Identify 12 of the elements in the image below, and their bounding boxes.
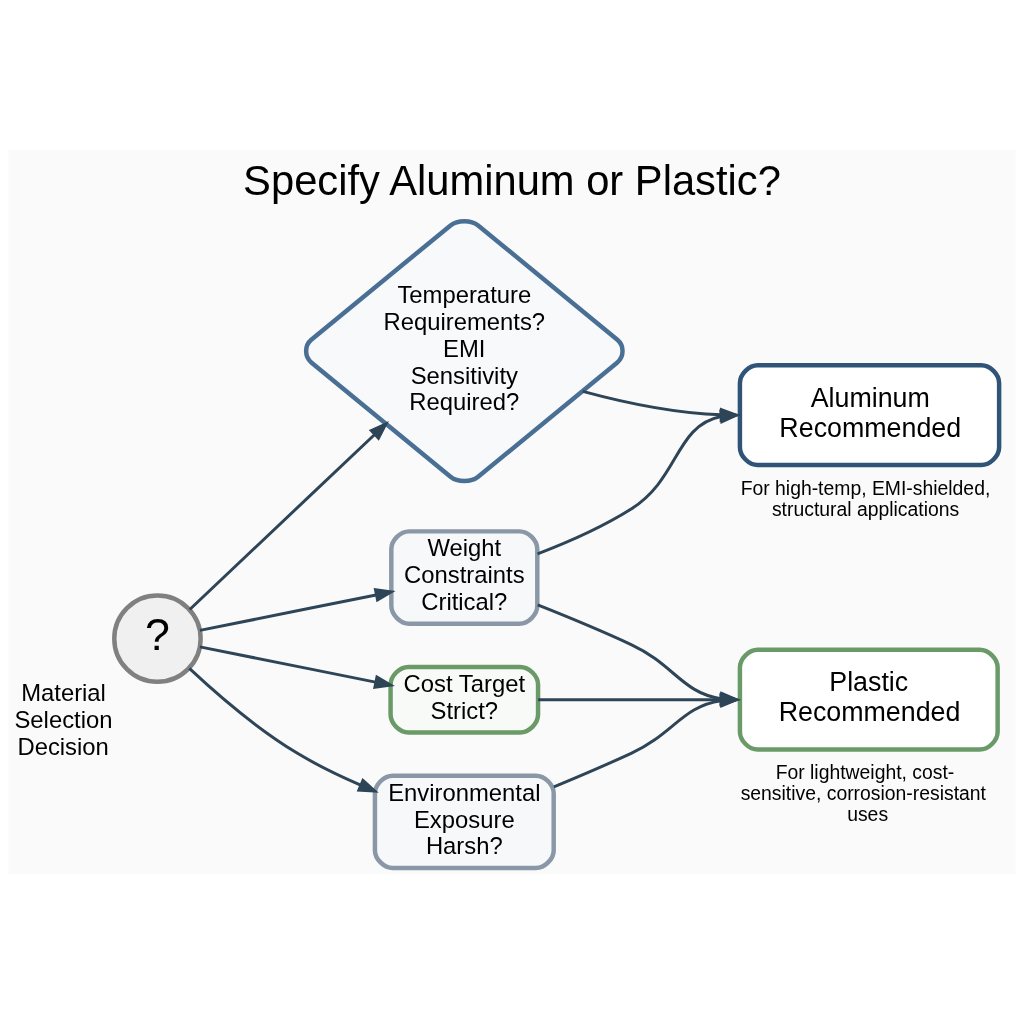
arrow <box>199 645 395 690</box>
node-box: Weight Constraints Critical? <box>389 529 540 626</box>
arrow <box>188 421 389 611</box>
node-box: Cost Target Strict? <box>388 664 541 735</box>
arrow <box>188 667 379 793</box>
node-box: Environmental Exposure Harsh? <box>372 773 556 871</box>
node-label: For lightweight, cost-sensitive, corrosion-resistant uses <box>740 761 986 825</box>
arrow <box>199 588 396 632</box>
diagram-title: Specify Aluminum or Plastic? <box>243 157 781 205</box>
node-label: For high-temp, EMI-shielded, structural applications <box>740 476 991 520</box>
node-circle: ? <box>112 593 203 685</box>
node-label: Material Selection Decision <box>14 678 113 760</box>
